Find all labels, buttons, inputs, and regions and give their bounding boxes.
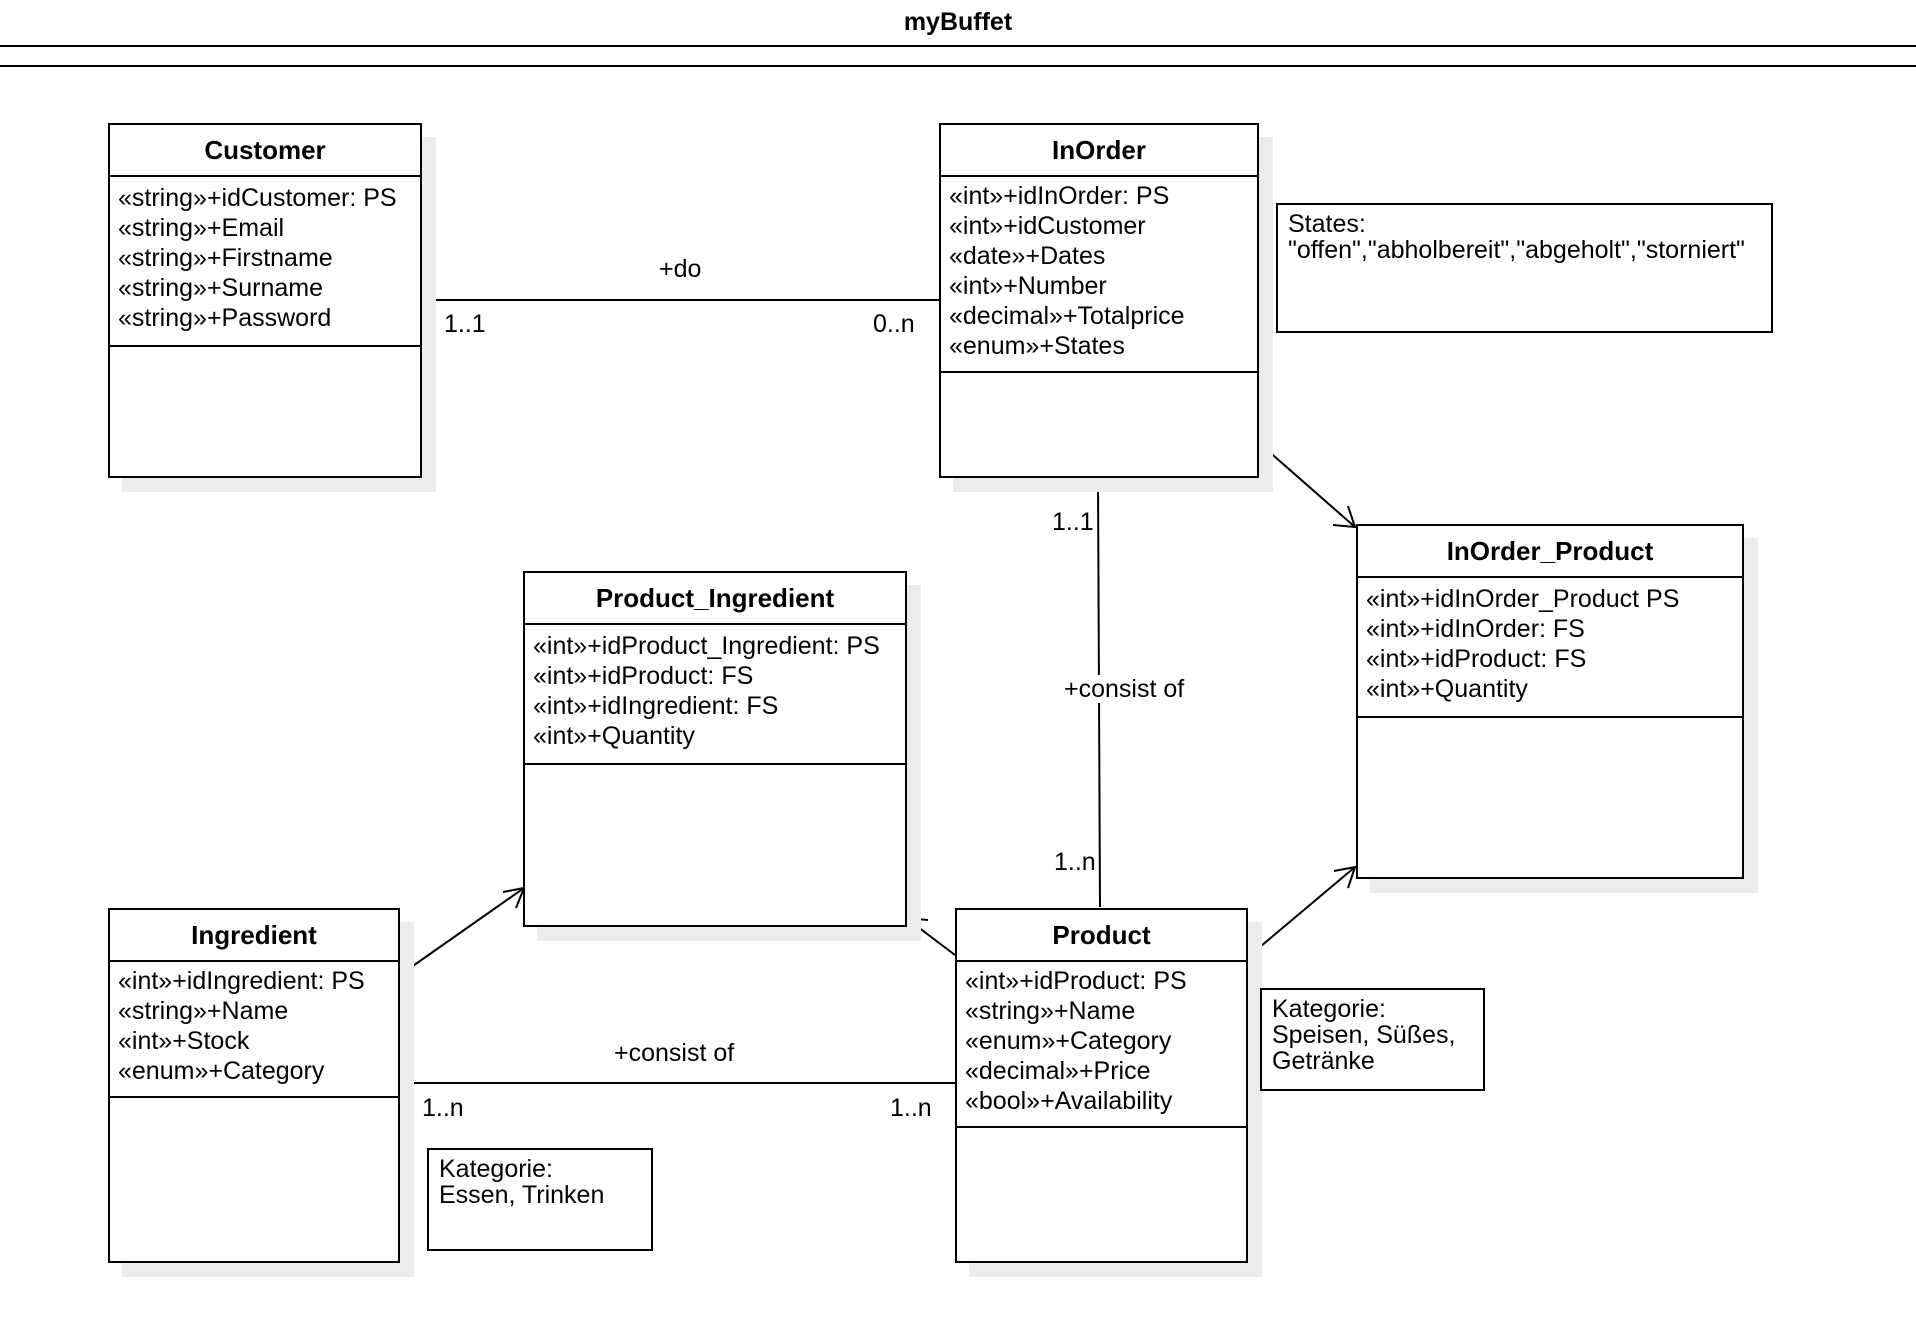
class-attribute: «int»+idInOrder_Product PS — [1366, 585, 1680, 613]
multiplicity-product-top: 1..n — [1054, 848, 1096, 876]
assoc-label-consist-of-vertical: +consist of — [1062, 675, 1187, 703]
class-attribute: «string»+Email — [118, 214, 285, 242]
note-line: "offen","abholbereit","abgeholt","storni… — [1288, 236, 1745, 264]
class-attribute: «int»+idProduct: FS — [533, 662, 754, 690]
note-line: Speisen, Süßes, — [1272, 1021, 1456, 1049]
class-inorder-product-attributes: «int»+idInOrder_Product PS «int»+idInOrd… — [1358, 578, 1742, 718]
arrow-line-ingredient-to-productingredient[interactable] — [399, 887, 525, 976]
class-attribute: «string»+Surname — [118, 274, 323, 302]
class-attribute: «int»+idProduct_Ingredient: PS — [533, 632, 880, 660]
note-line: Getränke — [1272, 1047, 1375, 1075]
note-line: States: — [1288, 210, 1366, 238]
class-ingredient-attributes: «int»+idIngredient: PS «string»+Name «in… — [110, 962, 398, 1098]
class-attribute: «string»+Password — [118, 304, 332, 332]
class-attribute: «string»+idCustomer: PS — [118, 184, 397, 212]
note-states[interactable]: States: "offen","abholbereit","abgeholt"… — [1276, 203, 1773, 333]
multiplicity-customer: 1..1 — [444, 310, 486, 338]
class-attribute: «date»+Dates — [949, 242, 1106, 270]
class-attribute: «enum»+Category — [965, 1027, 1172, 1055]
class-attribute: «int»+idCustomer — [949, 212, 1146, 240]
class-product-ingredient-name: Product_Ingredient — [525, 573, 905, 625]
arrow-line-product-to-productingredient[interactable] — [905, 917, 956, 956]
class-attribute: «string»+Name — [965, 997, 1136, 1025]
multiplicity-ingredient: 1..n — [422, 1094, 464, 1122]
class-attribute: «int»+idInOrder: FS — [1366, 615, 1585, 643]
class-attribute: «string»+Firstname — [118, 244, 333, 272]
class-inorder-product[interactable]: InOrder_Product «int»+idInOrder_Product … — [1356, 524, 1744, 879]
multiplicity-product-left: 1..n — [890, 1094, 932, 1122]
arrow-line-inorder-to-inorderproduct[interactable] — [1257, 441, 1356, 528]
arrowhead-inorderproduct-bottom — [1333, 865, 1357, 889]
class-customer[interactable]: Customer «string»+idCustomer: PS «string… — [108, 123, 422, 478]
class-inorder-attributes: «int»+idInOrder: PS «int»+idCustomer «da… — [941, 177, 1257, 373]
class-attribute: «bool»+Availability — [965, 1087, 1173, 1115]
class-attribute: «decimal»+Price — [965, 1057, 1151, 1085]
class-attribute: «int»+idProduct: PS — [965, 967, 1187, 995]
class-customer-name: Customer — [110, 125, 420, 177]
note-ingredient-kategorie[interactable]: Kategorie: Essen, Trinken — [427, 1148, 653, 1251]
class-attribute: «decimal»+Totalprice — [949, 302, 1185, 330]
multiplicity-inorder: 0..n — [873, 310, 915, 338]
class-inorder-name: InOrder — [941, 125, 1257, 177]
class-attribute: «int»+idInOrder: PS — [949, 182, 1170, 210]
class-customer-attributes: «string»+idCustomer: PS «string»+Email «… — [110, 177, 420, 347]
note-line: Kategorie: — [1272, 995, 1386, 1023]
class-product-ingredient-attributes: «int»+idProduct_Ingredient: PS «int»+idP… — [525, 625, 905, 765]
class-ingredient[interactable]: Ingredient «int»+idIngredient: PS «strin… — [108, 908, 400, 1263]
class-inorder-product-name: InOrder_Product — [1358, 526, 1742, 578]
class-attribute: «int»+idIngredient: PS — [118, 967, 365, 995]
class-ingredient-name: Ingredient — [110, 910, 398, 962]
class-product[interactable]: Product «int»+idProduct: PS «string»+Nam… — [955, 908, 1248, 1263]
class-attribute: «enum»+Category — [118, 1057, 325, 1085]
class-attribute: «string»+Name — [118, 997, 289, 1025]
arrowhead-inorderproduct-top — [1332, 505, 1357, 529]
class-attribute: «int»+Quantity — [1366, 675, 1528, 703]
note-product-kategorie[interactable]: Kategorie: Speisen, Süßes, Getränke — [1260, 988, 1485, 1091]
diagram-title: myBuffet — [903, 8, 1013, 36]
class-attribute: «enum»+States — [949, 332, 1125, 360]
assoc-label-consist-of-horizontal: +consist of — [614, 1039, 735, 1067]
assoc-label-do: +do — [659, 255, 702, 283]
class-attribute: «int»+idIngredient: FS — [533, 692, 779, 720]
class-attribute: «int»+Quantity — [533, 722, 695, 750]
class-attribute: «int»+Stock — [118, 1027, 250, 1055]
class-product-attributes: «int»+idProduct: PS «string»+Name «enum»… — [957, 962, 1246, 1128]
note-line: Kategorie: — [439, 1155, 553, 1183]
arrow-line-product-to-inorderproduct[interactable] — [1247, 866, 1356, 958]
class-attribute: «int»+idProduct: FS — [1366, 645, 1587, 673]
class-inorder[interactable]: InOrder «int»+idInOrder: PS «int»+idCust… — [939, 123, 1259, 478]
note-line: Essen, Trinken — [439, 1181, 605, 1209]
class-attribute: «int»+Number — [949, 272, 1107, 300]
multiplicity-inorder-top: 1..1 — [1052, 508, 1094, 536]
class-product-ingredient[interactable]: Product_Ingredient «int»+idProduct_Ingre… — [523, 571, 907, 927]
class-product-name: Product — [957, 910, 1246, 962]
